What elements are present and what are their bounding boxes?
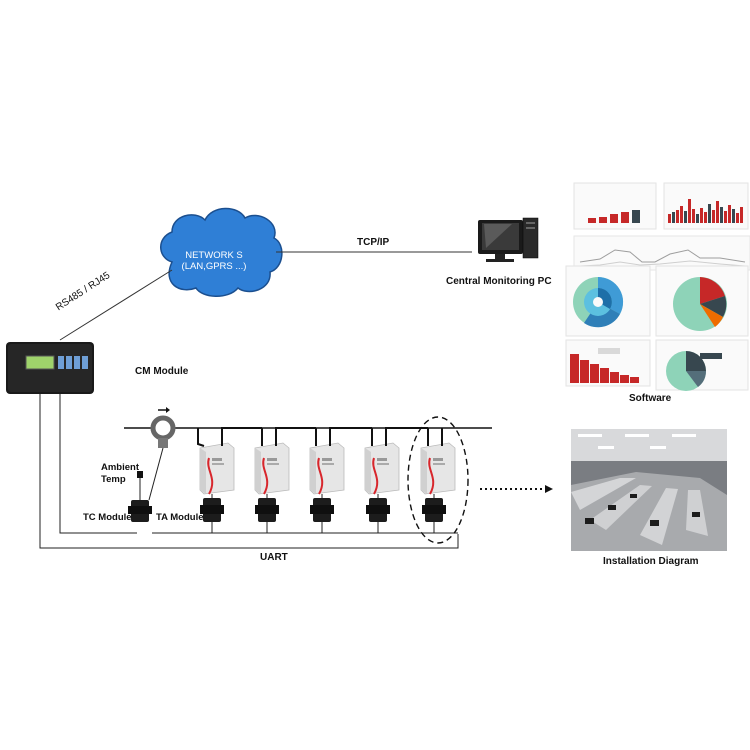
software-label: Software <box>629 393 672 404</box>
battery-4 <box>364 442 400 495</box>
ta-module-1 <box>200 494 224 533</box>
software-collage <box>565 182 750 391</box>
tc-module-label: TC Module <box>83 512 132 523</box>
battery-5 <box>420 442 456 495</box>
temp-probe <box>137 471 143 478</box>
tcpip-label: TCP/IP <box>357 237 390 248</box>
ambient-temp-label-line2: Temp <box>101 474 126 485</box>
software-pie-chart-2 <box>655 339 749 391</box>
ta-module-3 <box>310 494 334 533</box>
software-line-chart <box>573 235 750 271</box>
network-label: NETWORK S (LAN,GPRS ...) <box>181 250 247 272</box>
cell-interconnects <box>197 427 443 447</box>
ta-module-5 <box>422 494 446 533</box>
ta-module-4 <box>366 494 390 533</box>
software-bar-chart-2 <box>663 182 749 230</box>
cm-module-device <box>6 342 94 394</box>
tc-module-device <box>128 500 152 522</box>
ambient-temp-label-line1: Ambient <box>101 462 139 473</box>
uart-bus <box>39 394 459 549</box>
installation-photo <box>571 429 727 551</box>
dotted-arrow <box>480 485 553 493</box>
battery-1 <box>199 442 235 495</box>
pc-label: Central Monitoring PC <box>446 276 552 287</box>
software-bar-chart-1 <box>573 182 657 230</box>
installation-diagram-label: Installation Diagram <box>603 556 699 567</box>
software-sunburst-chart <box>565 265 651 337</box>
software-pie-chart-1 <box>655 265 749 337</box>
uart-label: UART <box>260 552 288 563</box>
highlight-ellipse <box>407 416 469 544</box>
ta-module-label: TA Module <box>156 512 204 523</box>
battery-3 <box>309 442 345 495</box>
network-cloud <box>160 207 283 297</box>
rs485-link <box>59 269 173 341</box>
current-sensor-icon <box>150 407 176 448</box>
pc-icon <box>478 217 539 262</box>
battery-2 <box>254 442 290 495</box>
cm-module-label: CM Module <box>135 366 189 377</box>
ta-module-2 <box>255 494 279 533</box>
software-bar-chart-3 <box>565 339 651 387</box>
